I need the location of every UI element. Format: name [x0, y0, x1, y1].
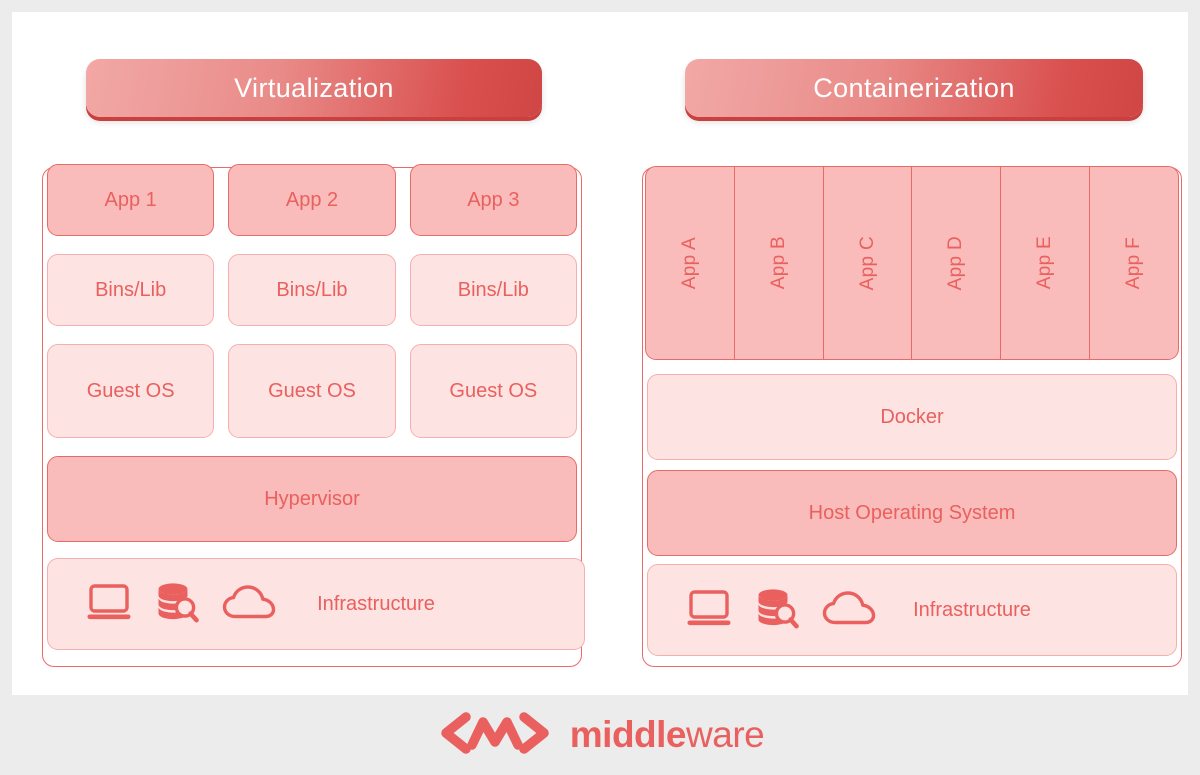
app-cell-label-d: App D	[945, 235, 967, 291]
row-guest-os-virtualization: Guest OS Guest OS Guest OS	[47, 344, 577, 438]
column-containerization: App A App B App C App D App E App F	[642, 166, 1182, 667]
title-containerization: Containerization	[685, 59, 1143, 117]
brand-wordmark-bold: middle	[569, 714, 687, 755]
infrastructure-icons-containerization	[686, 587, 878, 634]
diagram-canvas: Virtualization Containerization App 1 Ap…	[12, 12, 1188, 695]
hypervisor-box[interactable]: Hypervisor	[47, 456, 577, 542]
title-virtualization: Virtualization	[86, 59, 542, 117]
infrastructure-box-virtualization[interactable]: Infrastructure	[47, 558, 585, 650]
brand-wordmark-light: ware	[686, 714, 765, 755]
guest-os-box-1[interactable]: Guest OS	[47, 344, 215, 438]
app-cell-label-b: App B	[767, 236, 789, 290]
laptop-icon	[686, 588, 732, 633]
row-bins-lib-virtualization: Bins/Lib Bins/Lib Bins/Lib	[47, 254, 577, 326]
bins-lib-box-1[interactable]: Bins/Lib	[47, 254, 215, 326]
app-cell-label-f: App F	[1123, 236, 1145, 290]
app-box-3[interactable]: App 3	[409, 164, 577, 236]
middleware-chevron-wave-logo	[436, 709, 554, 762]
app-cell-label-e: App E	[1034, 236, 1056, 290]
app-cell-e[interactable]: App E	[1001, 167, 1091, 359]
app-cell-label-c: App C	[856, 235, 878, 291]
cloud-icon	[222, 582, 278, 627]
footer-brand: middleware	[0, 695, 1200, 775]
app-cell-a[interactable]: App A	[646, 167, 735, 359]
cloud-icon	[822, 588, 878, 633]
app-box-2[interactable]: App 2	[228, 164, 396, 236]
row-apps-containerization: App A App B App C App D App E App F	[645, 166, 1179, 360]
database-search-icon	[154, 581, 200, 628]
app-cell-d[interactable]: App D	[912, 167, 1002, 359]
app-cell-f[interactable]: App F	[1090, 167, 1178, 359]
laptop-icon	[86, 582, 132, 627]
brand-wordmark: middleware	[569, 714, 765, 756]
guest-os-box-2[interactable]: Guest OS	[228, 344, 396, 438]
app-cell-c[interactable]: App C	[824, 167, 913, 359]
app-box-1[interactable]: App 1	[47, 164, 215, 236]
app-cell-label-a: App A	[678, 236, 700, 290]
database-search-icon	[754, 587, 800, 634]
app-cell-b[interactable]: App B	[735, 167, 824, 359]
infrastructure-icons-virtualization	[86, 581, 278, 628]
guest-os-box-3[interactable]: Guest OS	[409, 344, 577, 438]
bins-lib-box-3[interactable]: Bins/Lib	[409, 254, 577, 326]
bins-lib-box-2[interactable]: Bins/Lib	[228, 254, 396, 326]
row-apps-virtualization: App 1 App 2 App 3	[47, 164, 577, 236]
host-operating-system-box[interactable]: Host Operating System	[647, 470, 1177, 556]
infrastructure-box-containerization[interactable]: Infrastructure	[647, 564, 1177, 656]
docker-box[interactable]: Docker	[647, 374, 1177, 460]
column-virtualization: App 1 App 2 App 3 Bins/Lib Bins/Lib Bins…	[42, 164, 585, 667]
